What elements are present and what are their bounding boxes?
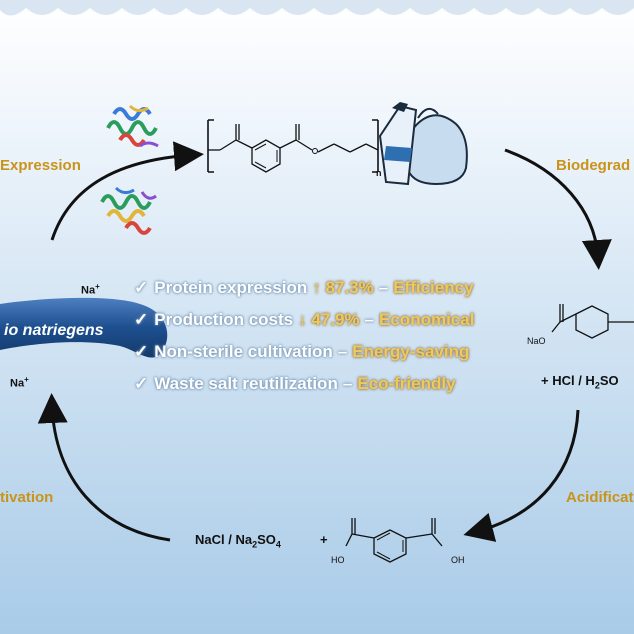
nao-label: NaO: [527, 336, 546, 346]
step-cultivation-label: tivation: [0, 489, 54, 506]
check-icon: ✓: [134, 342, 149, 361]
benefit-label: Non-sterile cultivation: [154, 342, 333, 361]
benefit-dash: –: [364, 310, 375, 329]
protein-structure-icon: [106, 104, 159, 148]
benefit-label: Protein expression: [154, 278, 308, 297]
benefit-item: ✓ Production costs ↓ 47.9% – Economical: [134, 304, 524, 336]
sodium-ion-lower: Na+: [10, 375, 29, 390]
benefit-tag: Eco-friendly: [357, 374, 456, 393]
waste-salt-label: NaCl / Na2SO4: [195, 532, 281, 550]
polymer-repeat-n: n: [376, 168, 382, 178]
benefit-item: ✓ Non-sterile cultivation – Energy-savin…: [134, 336, 524, 368]
step-biodegradation-label: Biodegrad: [556, 157, 631, 174]
benefit-tag: Energy-saving: [352, 342, 470, 361]
benefit-label: Production costs: [154, 310, 294, 329]
check-icon: ✓: [134, 310, 149, 329]
arrow-expression: [50, 141, 204, 241]
benefit-item: ✓ Waste salt reutilization – Eco-friendl…: [134, 368, 524, 400]
check-icon: ✓: [134, 374, 149, 393]
benefit-change: ↓ 47.9%: [298, 310, 360, 329]
pet-polymer-structure: [207, 119, 379, 173]
arrow-biodegradation: [504, 148, 612, 270]
terephthalic-acid-structure: [345, 518, 443, 563]
benefit-tag: Efficiency: [393, 278, 474, 297]
benefits-list: ✓ Protein expression ↑ 87.3% – Efficienc…: [134, 272, 524, 400]
organism-name: io natriegens: [4, 322, 104, 339]
plus-sign: +: [320, 532, 328, 547]
protein-structure-icon-2: [100, 186, 157, 235]
step-acidification-label: Acidificati: [566, 489, 634, 506]
step-expression-label: Expression: [0, 157, 81, 174]
bacterium-icon: [0, 297, 168, 358]
sodium-ion-upper: Na+: [81, 282, 100, 297]
benefit-dash: –: [378, 278, 389, 297]
check-icon: ✓: [134, 278, 149, 297]
plastic-waste-icon: [378, 102, 468, 186]
benefit-dash: –: [342, 374, 353, 393]
benefit-item: ✓ Protein expression ↑ 87.3% – Efficienc…: [134, 272, 524, 304]
arrow-cultivation: [37, 393, 171, 542]
hydroxyl-left: HO: [331, 555, 345, 565]
hydroxyl-right: OH: [451, 555, 465, 565]
top-wave-border: [0, 0, 634, 16]
benefit-dash: –: [337, 342, 348, 361]
sodium-terephthalate-structure: [551, 304, 634, 339]
benefit-change: ↑ 87.3%: [312, 278, 374, 297]
acid-reagent: + HCl / H2SO: [541, 373, 619, 391]
benefit-tag: Economical: [379, 310, 475, 329]
benefit-label: Waste salt reutilization: [154, 374, 338, 393]
arrow-acidification: [463, 409, 580, 542]
